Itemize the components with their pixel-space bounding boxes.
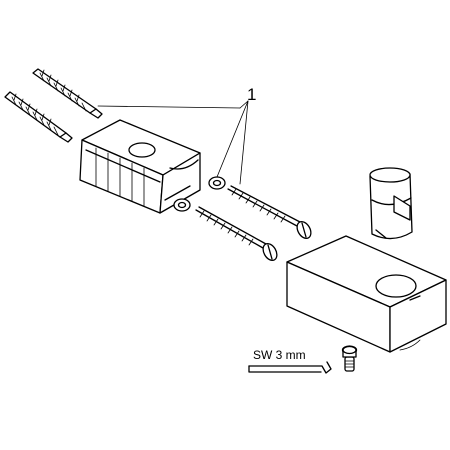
- callout-number: 1: [247, 85, 256, 104]
- wall-connection-body: [286, 235, 447, 353]
- allen-key-label: SW 3 mm: [253, 348, 306, 362]
- allen-key: [248, 361, 332, 374]
- mounting-bracket: [79, 119, 201, 214]
- grub-screw: [341, 345, 358, 372]
- wall-plug-lower: [4, 91, 73, 143]
- screw-upper: [227, 185, 312, 240]
- callout-leaders: [97, 100, 249, 185]
- screw-lower: [195, 206, 278, 262]
- washer-upper: [208, 176, 226, 190]
- wall-plug-upper: [32, 68, 103, 119]
- washer-lower: [173, 198, 191, 212]
- shower-holder-cradle: [369, 167, 413, 240]
